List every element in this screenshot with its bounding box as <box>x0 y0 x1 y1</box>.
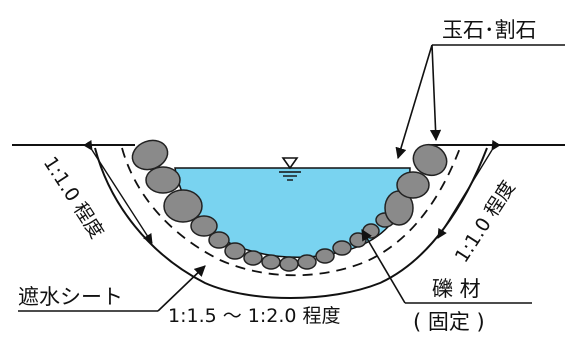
left-slope-label: 1:1.0 程度 <box>39 153 108 243</box>
stone <box>396 171 430 199</box>
water-level-triangle-icon <box>279 157 301 181</box>
right-slope-label: 1:1.0 程度 <box>451 177 520 267</box>
stone <box>332 240 352 256</box>
stone <box>145 166 181 194</box>
stone <box>261 254 281 270</box>
stone <box>208 231 230 249</box>
gravel-sub-label: ( 固定 ) <box>413 310 485 334</box>
stone <box>224 242 246 260</box>
gravel-leader-line <box>361 229 406 304</box>
excavation-dashed-line <box>121 147 461 277</box>
left-slope-dimension-line <box>83 139 153 244</box>
sheet-leader-line <box>157 265 206 312</box>
bottom-slope-label: 1:1.5 ～ 1:2.0 程度 <box>168 305 341 327</box>
stone-leader-line-2 <box>429 44 442 142</box>
stone <box>243 250 263 266</box>
stone <box>315 248 335 264</box>
stone <box>279 256 299 272</box>
right-slope-dimension-line <box>437 139 501 239</box>
stone <box>190 215 218 237</box>
gravel-label: 礫 材 <box>432 277 481 301</box>
stone <box>163 189 203 223</box>
stone-leader-line-1 <box>395 44 433 160</box>
stone-label: 玉石･割石 <box>442 18 537 42</box>
stone <box>297 254 317 270</box>
sheet-label: 遮水シート <box>18 285 123 309</box>
